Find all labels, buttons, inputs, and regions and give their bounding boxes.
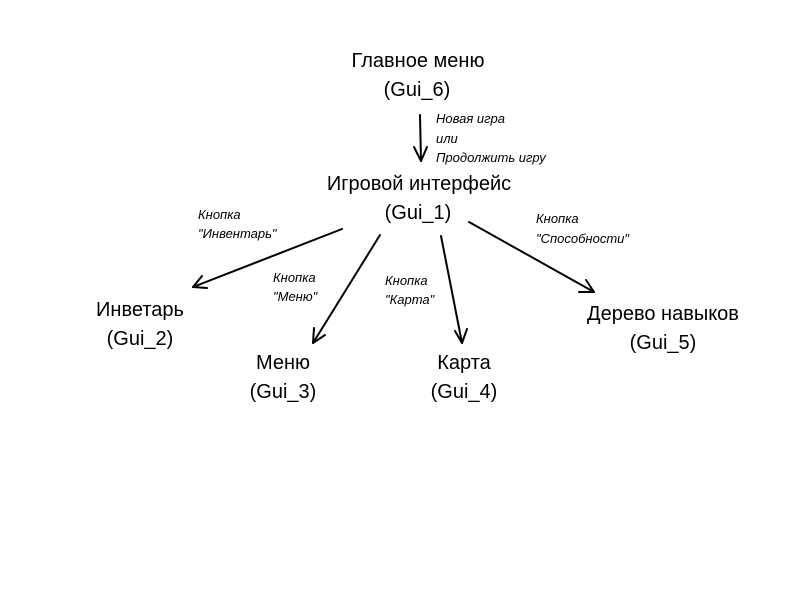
node-game-interface: Игровой интерфейс (Gui_1) [327, 173, 511, 224]
node-skill-tree: Дерево навыков (Gui_5) [587, 303, 739, 354]
edge-label-game-to-skills: Кнопка "Способности" [536, 211, 630, 246]
arrow-game-to-map [440, 235, 468, 344]
edge-label-line: "Способности" [536, 231, 630, 246]
edge-label-line: Кнопка [273, 270, 316, 285]
node-map-id: (Gui_4) [431, 381, 498, 403]
node-inventory-title: Инветарь [96, 299, 184, 321]
edge-label-game-to-menu: Кнопка "Меню" [273, 270, 319, 304]
node-menu-id: (Gui_3) [250, 381, 317, 403]
node-menu-title: Меню [256, 352, 310, 374]
edge-label-line: "Инвентарь" [198, 226, 278, 241]
arrow-main-to-game [413, 114, 428, 162]
edge-label-line: Кнопка [385, 273, 428, 288]
node-inventory-id: (Gui_2) [107, 328, 174, 350]
node-main-menu: Главное меню (Gui_6) [352, 50, 485, 101]
node-game-interface-title: Игровой интерфейс [327, 173, 511, 195]
edge-label-game-to-map: Кнопка "Карта" [385, 273, 436, 307]
arrow-game-to-skills [468, 221, 595, 293]
node-skill-tree-id: (Gui_5) [630, 332, 697, 354]
node-main-menu-title: Главное меню [352, 50, 485, 72]
edge-label-line: или [436, 131, 458, 146]
node-game-interface-id: (Gui_1) [385, 202, 452, 224]
node-menu: Меню (Gui_3) [250, 352, 317, 403]
node-map-title: Карта [437, 352, 491, 374]
node-map: Карта (Gui_4) [431, 352, 498, 403]
node-inventory: Инветарь (Gui_2) [96, 299, 184, 350]
node-main-menu-id: (Gui_6) [384, 79, 451, 101]
edge-label-line: Кнопка [198, 207, 241, 222]
edge-label-line: Новая игра [436, 111, 505, 126]
arrow-game-to-inventory [192, 228, 343, 289]
edge-label-line: "Карта" [385, 292, 436, 307]
edge-label-game-to-inventory: Кнопка "Инвентарь" [198, 207, 278, 241]
edge-label-line: "Меню" [273, 289, 319, 304]
arrow-game-to-menu [312, 234, 381, 344]
edge-label-line: Кнопка [536, 211, 579, 226]
edge-label-main-to-game: Новая игра или Продолжить игру [436, 111, 547, 165]
edge-label-line: Продолжить игру [436, 150, 547, 165]
node-skill-tree-title: Дерево навыков [587, 303, 739, 325]
